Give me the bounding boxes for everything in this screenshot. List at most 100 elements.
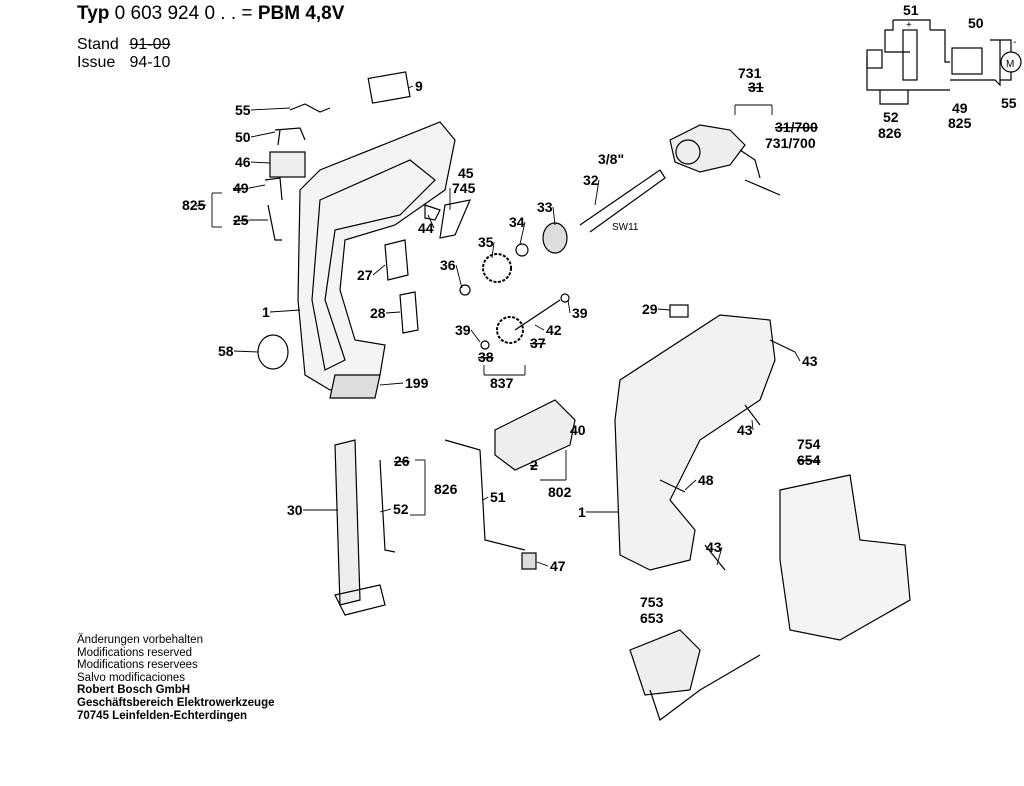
callout-31: 31	[748, 79, 764, 95]
holder-754	[779, 474, 911, 641]
leader-line	[250, 107, 291, 111]
leader-line	[519, 221, 526, 245]
callout-653: 653	[640, 610, 664, 626]
leader-line	[385, 311, 401, 314]
leader-line	[684, 479, 697, 491]
spring-55	[289, 103, 331, 113]
callout-44: 44	[418, 220, 434, 236]
note-line: Modifications reservees	[77, 659, 198, 672]
leader-line	[534, 324, 545, 331]
callout-731700: 731/700	[765, 135, 816, 151]
note-line: Modifications reserved	[77, 646, 193, 659]
screw-43b	[744, 404, 761, 426]
wire-52	[379, 459, 396, 553]
model-name: PBM 4,8V	[257, 3, 345, 24]
gear-35	[482, 253, 512, 283]
callout-48: 48	[698, 472, 714, 488]
leader-line	[455, 264, 463, 289]
callout-55: 55	[235, 102, 251, 118]
leader-line	[372, 264, 386, 276]
callout-37: 37	[530, 335, 546, 351]
callout-43: 43	[802, 353, 818, 369]
callout-39: 39	[455, 322, 471, 338]
callout-35: 35	[478, 234, 494, 250]
callout-SW11: SW11	[612, 222, 639, 233]
leader-line	[407, 85, 414, 89]
housing-half-right	[614, 314, 776, 571]
bushing-39b	[480, 340, 490, 350]
callout-42: 42	[546, 322, 562, 338]
schematic-label-825: 825	[948, 115, 972, 131]
schematic-label-49: 49	[952, 100, 968, 116]
leader-line	[567, 299, 571, 314]
callout-32: 32	[583, 172, 599, 188]
callout-2: 2	[530, 457, 538, 473]
leader-line	[482, 496, 489, 501]
bushing-36	[459, 284, 471, 296]
callout-802: 802	[548, 484, 572, 500]
callout-45: 45	[458, 165, 474, 181]
callout-50: 50	[235, 129, 251, 145]
callout-49: 49	[233, 180, 249, 196]
leader-line	[794, 351, 801, 362]
callout-31700: 31/700	[775, 119, 818, 135]
leader-line	[250, 161, 271, 164]
cap-58	[257, 334, 289, 370]
motor-symbol: M	[1006, 59, 1014, 70]
schematic-label-50: 50	[968, 15, 984, 31]
leader-line	[470, 329, 481, 343]
plate-199	[329, 374, 381, 399]
housing-inner	[311, 159, 436, 371]
callout-9: 9	[415, 78, 423, 94]
callout-826: 826	[434, 481, 458, 497]
clip-44	[424, 204, 441, 221]
leader-line	[751, 419, 754, 431]
callout-731: 731	[738, 65, 762, 81]
leader-line	[379, 382, 404, 386]
callout-199: 199	[405, 375, 429, 391]
ring-34	[515, 243, 529, 257]
callout-36: 36	[440, 257, 456, 273]
stand-row: Stand 91-09	[77, 36, 170, 54]
company-line: 70745 Leinfelden-Echterdingen	[77, 709, 247, 722]
callout-654: 654	[797, 452, 821, 468]
chuck-731	[669, 124, 746, 173]
company-line: Geschäftsbereich Elektrowerkzeuge	[77, 696, 275, 709]
leader-line	[491, 241, 495, 259]
leader-line	[552, 206, 556, 226]
terminal-47	[521, 552, 537, 570]
screw-43c	[704, 544, 726, 571]
wiring-schematic	[866, 19, 1022, 105]
type-number: 0 603 924 0 . . =	[114, 3, 253, 24]
callout-47: 47	[550, 558, 566, 574]
shaft-37	[514, 299, 561, 331]
callout-745: 745	[452, 180, 476, 196]
charger-cable	[649, 654, 761, 721]
callout-46: 46	[235, 154, 251, 170]
callout-39: 39	[572, 305, 588, 321]
callout-1: 1	[262, 304, 270, 320]
note-line: Änderungen vorbehalten	[77, 634, 203, 646]
battery-30	[334, 439, 361, 606]
company-line: Robert Bosch GmbH	[77, 684, 191, 697]
leader-line	[269, 309, 301, 313]
bushing-39a	[560, 293, 570, 303]
bearing-33	[542, 222, 568, 254]
footer-notes: Änderungen vorbehalten Modifications res…	[77, 634, 275, 722]
title: Typ 0 603 924 0 . . = PBM 4,8V	[77, 3, 344, 25]
leader-line	[716, 546, 723, 566]
screw-43a	[769, 339, 796, 353]
leader-line	[195, 204, 207, 207]
housing-half-left	[297, 121, 456, 391]
leader-line	[657, 308, 671, 311]
callout-43: 43	[737, 422, 753, 438]
callout-33: 33	[537, 199, 553, 215]
motor-802	[494, 399, 576, 471]
callout-754: 754	[797, 436, 821, 452]
issue-value: 94-10	[129, 54, 171, 71]
part-28	[399, 291, 419, 334]
callout-837: 837	[490, 375, 514, 391]
schematic-label-52: 52	[883, 109, 899, 125]
charger-753	[629, 629, 701, 696]
